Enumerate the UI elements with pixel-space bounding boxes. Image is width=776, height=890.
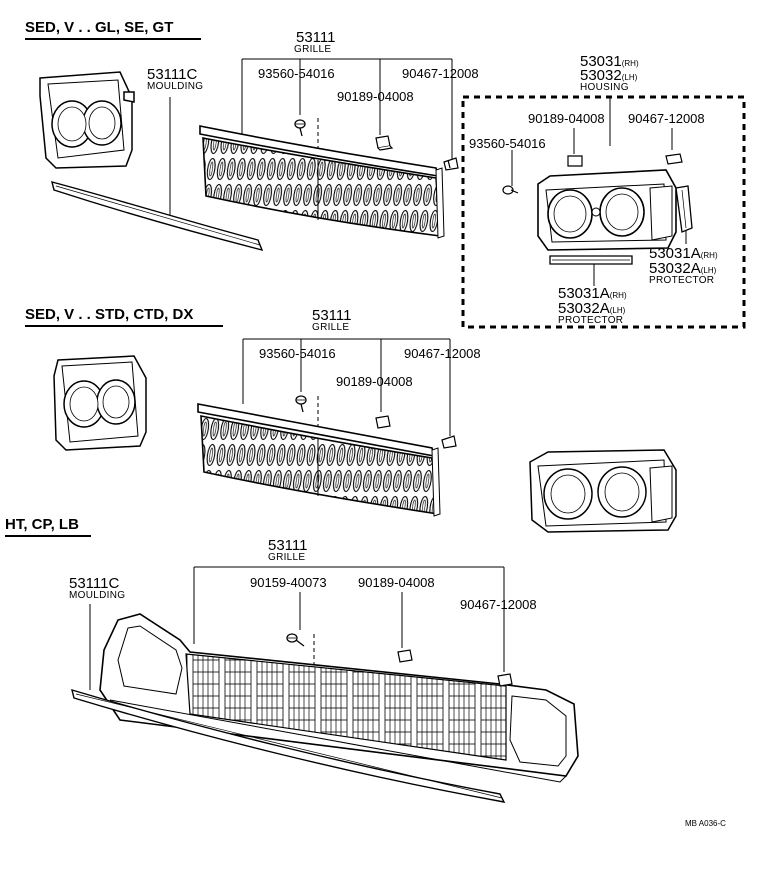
bottom-screw-number: 90159-40073 xyxy=(250,575,327,590)
bottom-moulding-name: MOULDING xyxy=(69,590,126,601)
top-screw-number: 93560-54016 xyxy=(258,66,335,81)
housing-part xyxy=(537,169,677,251)
bottom-grille-name: GRILLE xyxy=(268,552,306,563)
middle-grille-number: 53111 xyxy=(312,307,352,324)
bottom-heading-underline xyxy=(5,535,91,537)
housing-bottom-protector xyxy=(549,255,633,265)
middle-clip-icon xyxy=(441,435,457,449)
figure-code: MB A036-C xyxy=(685,819,726,828)
bottom-grille-leader xyxy=(89,566,505,690)
top-clip-icon xyxy=(443,157,459,171)
top-moulding-strip xyxy=(51,181,264,252)
side-protector-rh-number: 53031A(RH) xyxy=(649,245,718,262)
top-grille xyxy=(199,125,445,239)
housing-rh-number: 53031(RH) xyxy=(580,53,639,70)
top-section-heading: SED, V . . GL, SE, GT xyxy=(25,19,174,36)
top-nut-number: 90189-04008 xyxy=(337,89,414,104)
top-grille-leader xyxy=(169,58,453,218)
middle-nut-icon xyxy=(375,415,391,429)
top-nut-icon xyxy=(375,135,394,151)
bottom-moulding-number: 53111C xyxy=(69,575,120,592)
top-clip-number: 90467-12008 xyxy=(402,66,479,81)
middle-screw-number: 93560-54016 xyxy=(259,346,336,361)
bottom-section-heading: HT, CP, LB xyxy=(5,516,79,533)
bottom-nut-number: 90189-04008 xyxy=(358,575,435,590)
middle-screw-icon xyxy=(295,395,307,413)
housing-box-outline xyxy=(461,95,746,329)
side-protector-lh-number: 53032A(LH) xyxy=(649,260,717,277)
middle-grille-name: GRILLE xyxy=(312,322,350,333)
bottom-screw-icon xyxy=(286,633,305,647)
housing-side-protector xyxy=(675,185,693,233)
top-moulding-number: 53111C xyxy=(147,66,198,83)
housing-screw-icon xyxy=(502,185,519,195)
side-protector-name: PROTECTOR xyxy=(649,275,715,286)
housing-screw-number: 93560-54016 xyxy=(469,136,546,151)
middle-grille-leader xyxy=(242,338,451,452)
bottom-clip-number: 90467-12008 xyxy=(460,597,537,612)
bottom-clip-icon xyxy=(497,673,513,687)
top-moulding-name: MOULDING xyxy=(147,81,204,92)
top-screw-icon xyxy=(294,119,306,137)
housing-lh-number: 53032(LH) xyxy=(580,67,638,84)
middle-headlight-frame xyxy=(53,355,147,451)
top-headlight-frame xyxy=(39,71,135,169)
bottom-protector-lh-number: 53032A(LH) xyxy=(558,300,626,317)
middle-grille xyxy=(197,403,441,517)
top-grille-name: GRILLE xyxy=(294,44,332,55)
housing-nut-number: 90189-04008 xyxy=(528,111,605,126)
bottom-moulding-strip xyxy=(71,688,506,803)
bottom-grille-frame xyxy=(99,613,579,783)
middle-heading-underline xyxy=(25,325,223,327)
housing-leader xyxy=(511,96,687,286)
housing-name: HOUSING xyxy=(580,82,629,93)
bottom-protector-rh-number: 53031A(RH) xyxy=(558,285,627,302)
top-heading-underline xyxy=(25,38,201,40)
housing-clip-number: 90467-12008 xyxy=(628,111,705,126)
middle-section-heading: SED, V . . STD, CTD, DX xyxy=(25,306,194,323)
housing-nut-icon xyxy=(567,155,583,167)
bottom-protector-name: PROTECTOR xyxy=(558,315,624,326)
middle-clip-number: 90467-12008 xyxy=(404,346,481,361)
middle-nut-number: 90189-04008 xyxy=(336,374,413,389)
top-grille-number: 53111 xyxy=(296,29,336,46)
housing-clip-icon xyxy=(665,153,683,165)
bottom-grille-number: 53111 xyxy=(268,537,308,554)
bottom-nut-icon xyxy=(397,649,413,663)
middle-right-headlight-frame xyxy=(529,449,677,533)
